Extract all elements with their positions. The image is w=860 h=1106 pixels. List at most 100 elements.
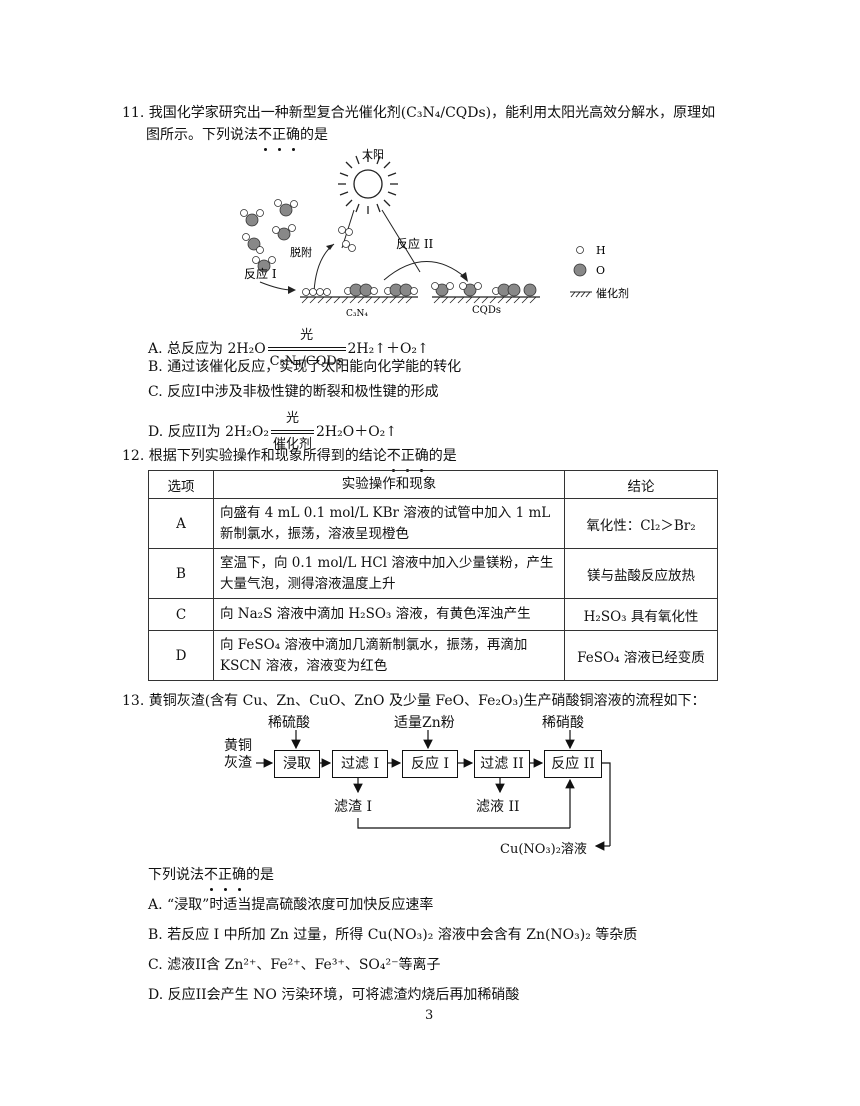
condition-top: 光 (285, 411, 299, 426)
condition-top: 光 (300, 328, 314, 343)
row-operation: 室温下，向 0.1 mol/L HCl 溶液中加入少量镁粉，产生大量气泡，测得溶… (213, 548, 565, 599)
q13-stem: 13. 黄铜灰渣(含有 Cu、Zn、CuO、ZnO 及少量 FeO、Fe₂O₃)… (122, 693, 706, 709)
row-option: C (148, 598, 214, 631)
header-operation: 实验操作和现象 (213, 470, 565, 499)
emph-char: 正 (401, 445, 415, 472)
q13-ask-post: 的是 (246, 867, 274, 883)
flow-box-leach: 浸取 (274, 750, 320, 778)
row-operation: 向 Na₂S 溶液中滴加 H₂SO₃ 溶液，有黄色浑浊产生 (213, 598, 565, 631)
sun-label: 太阳 (362, 148, 384, 161)
flow-box-react2: 反应 II (544, 750, 602, 778)
reaction-condition: 光催化剂 (270, 408, 314, 456)
flow-start-line2: 灰渣 (224, 755, 252, 771)
q11-option-b: B. 通过该催化反应，实现了太阳能向化学能的转化 (148, 359, 462, 375)
q13-option-b: B. 若反应 I 中所加 Zn 过量，所得 Cu(NO₃)₂ 溶液中会含有 Zn… (148, 927, 638, 943)
desorb-arrow (313, 243, 335, 293)
desorb-label: 脱附 (290, 245, 312, 259)
row-operation: 向 FeSO₄ 溶液中滴加几滴新制氯水，振荡，再滴加 KSCN 溶液，溶液变为红… (213, 630, 565, 681)
flow-residue1: 滤渣 I (334, 799, 372, 815)
q11-a-post: 2H₂↑＋O₂↑ (347, 341, 429, 357)
table-row: B 室温下，向 0.1 mol/L HCl 溶液中加入少量镁粉，产生大量气泡，测… (148, 548, 718, 599)
catalyst-hatch-icon (570, 291, 592, 298)
emph-char: 确 (415, 445, 429, 472)
q13-ask: 下列说法不正确的是 (148, 864, 274, 891)
experiment-table: 选项 实验操作和现象 结论 A 向盛有 4 mL 0.1 mol/L KBr 溶… (148, 470, 718, 681)
catalyst-surface-1: C₃N₄ (300, 283, 418, 319)
row-conclusion: 镁与盐酸反应放热 (564, 548, 718, 599)
flow-box-react1: 反应 I (402, 750, 458, 778)
c3n4-label: C₃N₄ (346, 309, 368, 319)
emph-char: 确 (232, 864, 246, 891)
emph-char: 确 (286, 124, 300, 151)
table-row: C 向 Na₂S 溶液中滴加 H₂SO₃ 溶液，有黄色浑浊产生 H₂SO₃ 具有… (148, 598, 718, 631)
flow-start: 黄铜 灰渣 (224, 738, 252, 772)
reaction2-arrow (383, 261, 467, 281)
q12-stem-post: 的是 (428, 448, 457, 464)
light-ray (381, 209, 421, 273)
q11-stem-post: 的是 (300, 127, 328, 143)
reagent-nitric-acid: 稀硝酸 (542, 715, 584, 731)
q13-option-d: D. 反应II会产生 NO 污染环境，可将滤渣灼烧后再加稀硝酸 (148, 987, 520, 1003)
oxygen-atom-icon (573, 263, 587, 277)
row-operation: 向盛有 4 mL 0.1 mol/L KBr 溶液的试管中加入 1 mL 新制氯… (213, 498, 565, 549)
flow-box-filter1: 过滤 I (332, 750, 388, 778)
row-conclusion: 氧化性：Cl₂＞Br₂ (564, 498, 718, 549)
emph-char: 不 (258, 124, 272, 151)
q11-a-pre: A. 总反应为 2H₂O (148, 341, 266, 357)
header-option: 选项 (148, 470, 214, 499)
q12-stem: 12. 根据下列实验操作和现象所得到的结论不正确的是 (122, 445, 457, 472)
q13-ask-pre: 下列说法 (148, 867, 204, 883)
figure-legend: H O 催化剂 (570, 244, 629, 300)
q11-stem-line1: 11. 我国化学家研究出一种新型复合光催化剂(C₃N₄/CQDs)，能利用太阳光… (122, 105, 716, 121)
q11-d-post: 2H₂O＋O₂↑ (315, 424, 398, 440)
emph-char: 正 (218, 864, 232, 891)
reagent-zinc-powder: 适量Zn粉 (394, 715, 455, 731)
emph-char: 不 (204, 864, 218, 891)
hydrogen-atom-icon (576, 246, 584, 254)
cqds-label: CQDs (472, 305, 501, 316)
reaction2-arrowhead (460, 272, 468, 282)
reagent-sulfuric-acid: 稀硫酸 (268, 715, 310, 731)
equal-bar (270, 430, 314, 434)
condition-bottom: 催化剂 (272, 437, 312, 452)
page-number: 3 (425, 1008, 434, 1023)
row-option: B (148, 548, 214, 599)
catalyst-surface-2: CQDs (431, 282, 540, 316)
table-row: D 向 FeSO₄ 溶液中滴加几滴新制氯水，振荡，再滴加 KSCN 溶液，溶液变… (148, 630, 718, 681)
row-conclusion: H₂SO₃ 具有氧化性 (564, 598, 718, 631)
q11-option-c: C. 反应I中涉及非极性键的断裂和极性键的形成 (148, 384, 439, 400)
reaction1-arrowhead (288, 286, 296, 294)
legend-catalyst: 催化剂 (596, 286, 629, 300)
emph-char: 正 (272, 124, 286, 151)
table-header-row: 选项 实验操作和现象 结论 (148, 470, 718, 499)
condition-bottom: C₃N₄/CQDs (269, 354, 344, 369)
q11-d-pre: D. 反应II为 2H₂O₂ (148, 424, 269, 440)
row-conclusion: FeSO₄ 溶液已经变质 (564, 630, 718, 681)
table-row: A 向盛有 4 mL 0.1 mol/L KBr 溶液的试管中加入 1 mL 新… (148, 498, 718, 549)
q11-figure: 太阳 脱附 反应 I C₃N₄ 反应 (240, 148, 629, 319)
reaction2-label: 反应 II (396, 236, 434, 251)
row-option: D (148, 630, 214, 681)
legend-h: H (596, 244, 606, 257)
q11-stem-pre: 图所示。下列说法 (146, 127, 258, 143)
flow-product: Cu(NO₃)₂溶液 (500, 842, 587, 857)
reaction1-label: 反应 I (244, 266, 277, 281)
q11-stem-line2: 图所示。下列说法不正确的是 (146, 124, 328, 151)
flow-filtrate2: 滤液 II (476, 799, 520, 815)
emph-char: 不 (387, 445, 401, 472)
q13-option-c: C. 滤液II含 Zn²⁺、Fe²⁺、Fe³⁺、SO₄²⁻等离子 (148, 957, 441, 973)
water-molecules (240, 199, 298, 273)
q12-stem-pre: 12. 根据下列实验操作和现象所得到的结论 (122, 448, 387, 464)
hydrogen-molecules (338, 226, 356, 252)
row-option: A (148, 498, 214, 549)
flowchart-connectors (256, 730, 611, 851)
sun-icon (338, 154, 398, 214)
reaction1-arrow (259, 281, 293, 291)
reaction-condition: 光 C₃N₄/CQDs (267, 325, 346, 373)
flow-start-line1: 黄铜 (224, 738, 252, 754)
header-conclusion: 结论 (564, 470, 718, 499)
desorb-arrowhead (326, 244, 334, 250)
q13-option-a: A. “浸取”时适当提高硫酸浓度可加快反应速率 (148, 897, 434, 913)
